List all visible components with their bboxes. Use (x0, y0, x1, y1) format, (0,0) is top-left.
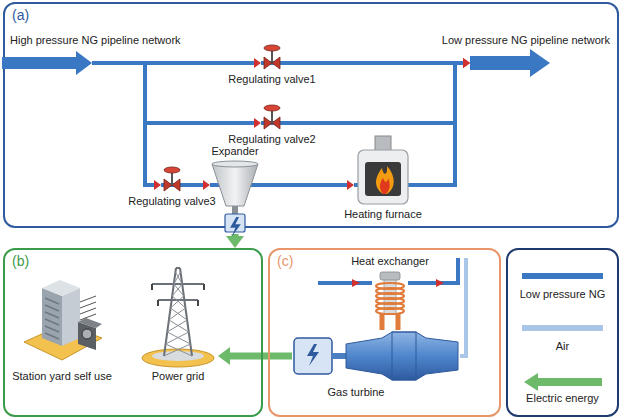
power-grid-icon: Power grid (138, 262, 218, 368)
legend-swatch (522, 273, 603, 279)
heat-pipe (382, 314, 398, 330)
gas-pipe (412, 63, 463, 185)
gas-pipe (260, 183, 347, 187)
valve-symbol: Regulating valve2 (261, 103, 283, 131)
furnace-symbol: Heating furnace (354, 136, 412, 205)
panel-b: (b)Station yard self usePower grid (3, 248, 263, 417)
inlet-arrow-drawing (2, 51, 92, 75)
flow-arrow (352, 279, 360, 287)
legend-text: Electric energy (508, 392, 617, 405)
expander-symbol-drawing (210, 160, 260, 234)
inlet-arrow: High pressure NG pipeline network (2, 51, 92, 75)
component-label: Station yard self use (12, 370, 112, 383)
furnace-symbol-drawing (354, 136, 412, 205)
gas-pipe (92, 63, 154, 185)
outlet-arrow: Low pressure NG pipeline network (470, 49, 550, 77)
component-label: Regulating valve2 (228, 133, 315, 146)
station-icon-drawing (20, 272, 104, 364)
gas-turbine-symbol-drawing (292, 330, 460, 382)
panel-c: (c) Heat exchangerGas turbine (268, 248, 501, 417)
ng-pipe (318, 281, 372, 285)
valve-symbol-drawing (161, 165, 183, 193)
power-flow-arrow (230, 353, 292, 360)
panel-label: (c) (277, 253, 293, 269)
component-label: Heating furnace (344, 208, 422, 221)
valve-symbol: Regulating valve1 (261, 43, 283, 71)
panel-label: (a) (12, 7, 29, 23)
gas-pipe (283, 61, 463, 65)
gas-turbine-symbol: Gas turbine (292, 330, 460, 382)
valve-symbol-drawing (261, 103, 283, 131)
panel-label: (b) (12, 253, 29, 269)
legend-text: Air (508, 340, 617, 353)
flow-arrow (436, 279, 444, 287)
station-icon: Station yard self use (20, 272, 104, 364)
component-label: Low pressure NG pipeline network (442, 34, 610, 47)
air-pipe (460, 258, 466, 356)
gas-pipe (92, 63, 254, 123)
power-grid-icon-drawing (138, 262, 218, 368)
component-label: Heat exchanger (351, 255, 429, 268)
gas-pipe (183, 183, 203, 187)
component-label: Expander (211, 145, 258, 158)
legend-swatch (522, 325, 603, 331)
component-label: High pressure NG pipeline network (10, 34, 181, 47)
component-label: Gas turbine (328, 386, 385, 399)
panel-a: (a)High pressure NG pipeline networkRegu… (3, 2, 619, 228)
heat-exchanger-symbol-drawing (372, 270, 408, 314)
legend-text: Low pressure NG (508, 288, 617, 301)
valve-symbol: Regulating valve3 (161, 165, 183, 193)
legend-sample-frame (524, 373, 602, 391)
legend-panel: Low pressure NG AirElectric energy (506, 248, 619, 417)
valve-symbol-drawing (261, 43, 283, 71)
component-label: Regulating valve3 (128, 195, 215, 208)
component-label: Regulating valve1 (228, 73, 315, 86)
expander-symbol: Expander (210, 160, 260, 234)
gas-pipe (283, 63, 463, 123)
legend-swatch (524, 373, 602, 391)
heat-exchanger-symbol: Heat exchanger (372, 270, 408, 314)
component-label: Power grid (152, 370, 205, 383)
outlet-arrow-drawing (470, 49, 550, 77)
